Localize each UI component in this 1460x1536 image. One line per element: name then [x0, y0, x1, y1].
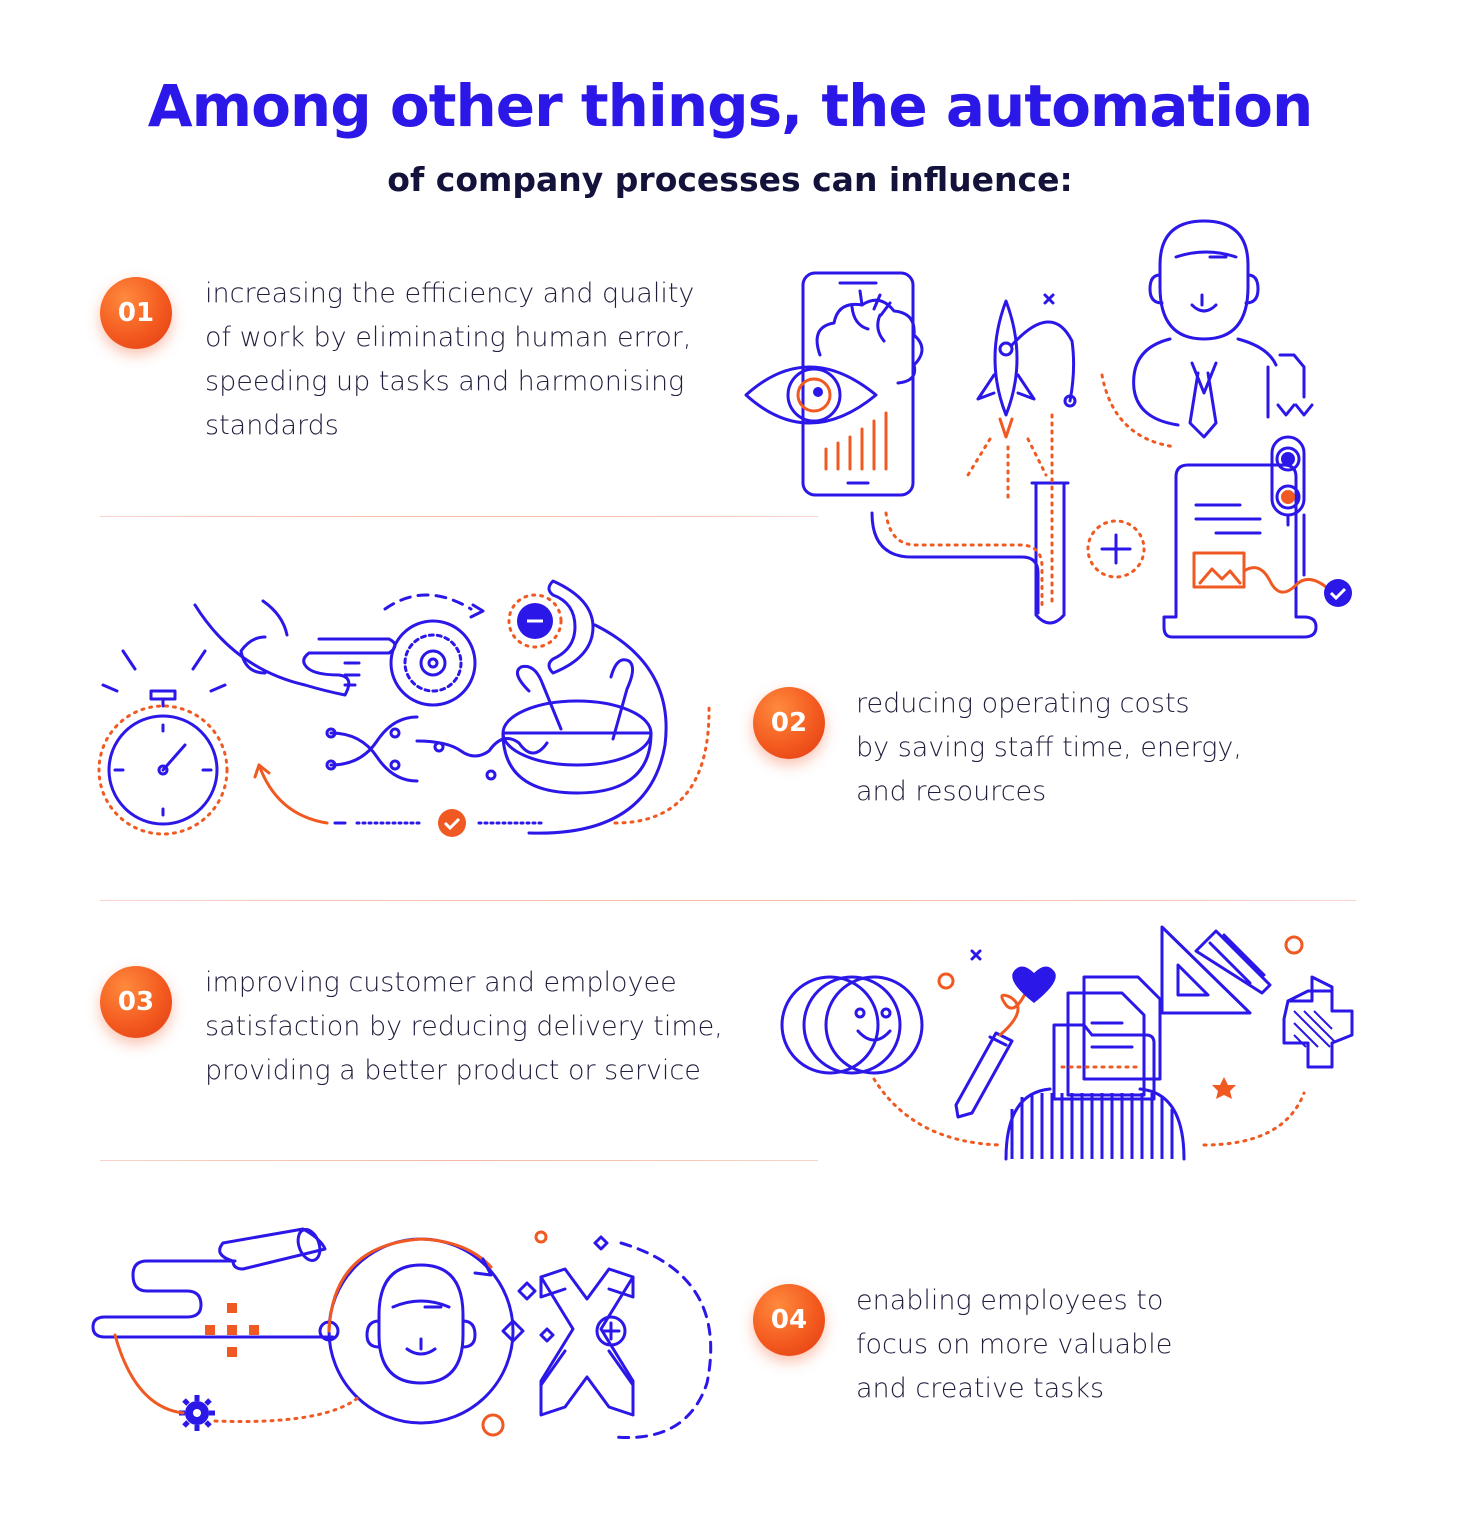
smiley-coins-icon: [780, 975, 1004, 1147]
item-03-line-1: improving customer and employee: [205, 967, 677, 998]
geometric-shape-icon: [481, 1230, 713, 1440]
pencil-icon: [954, 981, 1032, 1119]
document-icon: [1162, 463, 1328, 639]
traffic-light-icon: [1270, 435, 1306, 577]
item-03-text: improving customer and employee satisfac…: [205, 961, 723, 1093]
divider-1: [100, 516, 818, 517]
minus-icon: [507, 579, 668, 835]
divider-2: [100, 900, 1356, 901]
item-03-line-2: satisfaction by reducing delivery time,: [205, 1011, 723, 1042]
plus-icon: [1086, 519, 1146, 579]
item-04-line-1: enabling employees to: [856, 1285, 1164, 1316]
item-01-text: increasing the efficiency and quality of…: [205, 272, 694, 448]
item-02-text: reducing operating costs by saving staff…: [856, 682, 1242, 814]
bar-chart-icon: [824, 411, 888, 471]
set-square-icon: [1160, 925, 1272, 1015]
gear-icon: [113, 1333, 361, 1431]
item-04-badge: 04: [753, 1284, 825, 1356]
illustration-4: [91, 1227, 713, 1440]
eye-icon: [744, 365, 878, 425]
plus-dots: [205, 1303, 259, 1357]
item-01-badge: 01: [100, 277, 172, 349]
hand-icon: [193, 599, 397, 697]
circuit-lines: [325, 715, 549, 783]
heart-icon: [1012, 966, 1056, 1003]
head-icon: [327, 1237, 515, 1425]
stopwatch-icon: [97, 649, 229, 836]
cross-icon: [1282, 975, 1354, 1069]
check-icon: [1324, 579, 1352, 607]
item-03-badge: 03: [100, 966, 172, 1038]
item-04-line-3: and creative tasks: [856, 1373, 1105, 1404]
gear-icon: [383, 593, 485, 707]
page-title: Among other things, the automation: [147, 72, 1314, 140]
item-02-line-1: reducing operating costs: [856, 688, 1190, 719]
brain-icon: [815, 289, 924, 385]
check-icon: [253, 703, 711, 837]
item-03-line-3: providing a better product or service: [205, 1055, 701, 1086]
item-02-line-2: by saving staff time, energy,: [856, 732, 1242, 763]
item-01-line-4: standards: [205, 410, 339, 441]
item-01-line-2: of work by eliminating human error,: [205, 322, 692, 353]
rocket-icon: [966, 293, 1077, 499]
folder-icon: [1052, 975, 1162, 1101]
person-icon: [1004, 1087, 1306, 1161]
page-subtitle: of company processes can influence:: [387, 160, 1073, 199]
item-02-badge: 02: [753, 687, 825, 759]
item-04-line-2: focus on more valuable: [856, 1329, 1173, 1360]
illustration-2: [97, 579, 711, 837]
item-01-line-3: speeding up tasks and harmonising: [205, 366, 685, 397]
mortar-pestle-icon: [501, 658, 653, 795]
illustration-3: [780, 925, 1354, 1161]
item-04-text: enabling employees to focus on more valu…: [856, 1279, 1172, 1411]
test-tube-icon: [870, 413, 1070, 625]
illustration-1: [744, 219, 1352, 639]
brush-icon: [91, 1227, 335, 1339]
phone-icon: [801, 271, 915, 497]
businessman-icon: [1100, 219, 1314, 449]
divider-3: [100, 1160, 818, 1161]
item-02-line-3: and resources: [856, 776, 1047, 807]
item-01-line-1: increasing the efficiency and quality: [205, 278, 695, 309]
